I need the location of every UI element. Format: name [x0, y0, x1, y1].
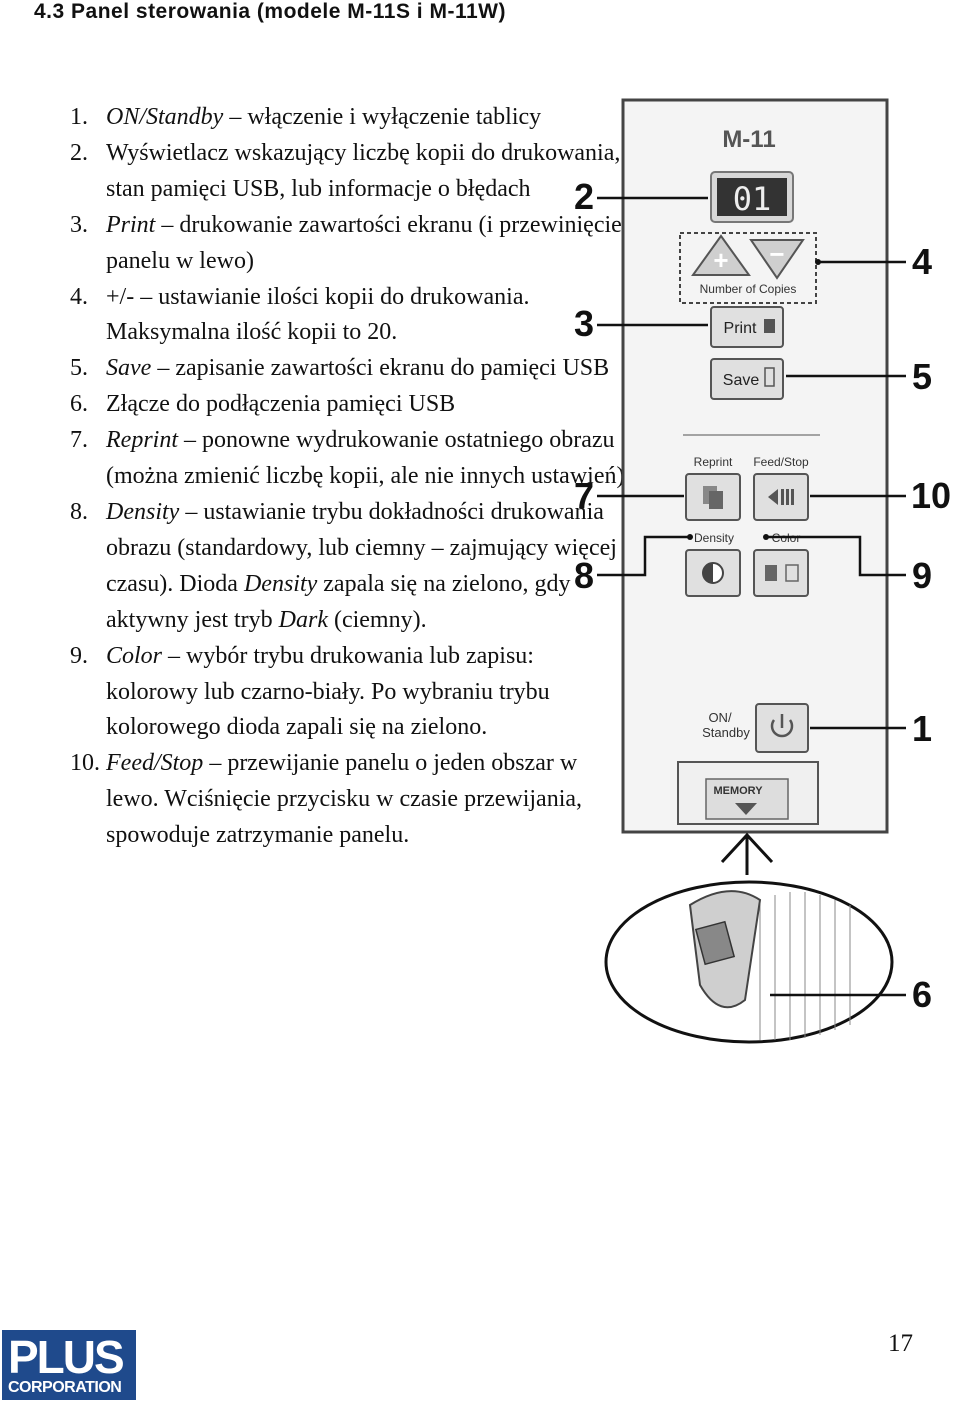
item-term: Density: [243, 570, 318, 597]
item-term: ON/Standby: [106, 104, 224, 130]
item-term: Color: [106, 642, 163, 669]
item-number: 3.: [70, 211, 88, 238]
list-item: 8. Density – ustawianie trybu dokładności…: [70, 495, 630, 639]
display-screen: [717, 178, 787, 216]
item-number: 6.: [70, 391, 88, 418]
usb-connector: [694, 920, 736, 966]
item-text: – przewijanie panelu o jeden obszar w le…: [106, 750, 583, 849]
item-term: Dark: [278, 606, 328, 633]
list-item: 6. Złącze do podłączenia pamięci USB: [70, 387, 630, 423]
item-number: 4.: [70, 283, 88, 310]
item-text: Złącze do podłączenia pamięci USB: [106, 391, 456, 418]
callout-8: 8: [574, 555, 594, 596]
callout-10: 10: [911, 475, 951, 516]
save-button[interactable]: Save: [710, 358, 784, 400]
on-standby-button[interactable]: [755, 703, 809, 753]
item-text: – ponowne wydrukowanie ostatniego obrazu…: [106, 427, 625, 490]
list-item: 5. Save – zapisanie zawartości ekranu do …: [70, 351, 630, 387]
logo-corporation: CORPORATION: [8, 1379, 122, 1396]
feed-stop-button[interactable]: [753, 473, 809, 521]
callout-4: 4: [912, 241, 932, 282]
minus-button[interactable]: −: [749, 239, 805, 280]
print-label: Print: [724, 320, 757, 337]
item-term: Save: [106, 355, 152, 382]
item-term: Feed/Stop: [106, 750, 204, 777]
control-panel-diagram: M-11 01 + − Number of Copies Print Save …: [574, 98, 951, 1044]
company-logo: PLUS CORPORATION: [2, 1330, 136, 1400]
item-text: (ciemny).: [327, 606, 427, 633]
item-number: 9.: [70, 642, 88, 669]
item-text: – drukowanie zawartości ekranu (i przewi…: [106, 211, 622, 274]
on-label: ON/: [708, 710, 732, 725]
list-item: 10.Feed/Stop – przewijanie panelu o jede…: [70, 746, 630, 854]
feed-icon: [768, 489, 778, 505]
item-text: Wyświetlacz wskazujący liczbę kopii do d…: [106, 139, 621, 202]
list-item: 9. Color – wybór trybu drukowania lub zap…: [70, 639, 630, 747]
usb-stick-icon: [764, 367, 775, 387]
standby-label: Standby: [702, 725, 750, 740]
item-number: 7.: [70, 427, 88, 454]
reprint-button[interactable]: [685, 473, 741, 521]
item-number: 2.: [70, 139, 88, 166]
color-icon: [765, 565, 777, 581]
callout-6: 6: [912, 974, 932, 1015]
page-number: 17: [888, 1330, 913, 1357]
copies-group: [679, 232, 817, 304]
density-label: Density: [694, 531, 734, 545]
callout-1: 1: [912, 708, 932, 749]
item-term: Density: [106, 498, 180, 525]
callout-3: 3: [574, 303, 594, 344]
logo-plus: PLUS: [8, 1331, 125, 1383]
section-heading: 4.3 Panel sterowania (modele M-11S i M-1…: [34, 0, 506, 23]
item-term: +/-: [106, 283, 135, 310]
callout-5: 5: [912, 356, 932, 397]
save-label: Save: [723, 372, 760, 389]
item-term: Print: [106, 211, 156, 238]
list-item: 7. Reprint – ponowne wydrukowanie ostatni…: [70, 423, 630, 495]
item-term: Reprint: [106, 427, 178, 454]
plus-icon: +: [713, 245, 728, 275]
list-item: 1. ON/Standby – włączenie i wyłączenie ta…: [70, 100, 630, 136]
display-value: 01: [733, 180, 772, 218]
item-text: – ustawianie trybu dokładności drukowani…: [106, 498, 617, 597]
callout-7: 7: [574, 475, 594, 516]
plus-button[interactable]: +: [691, 234, 751, 276]
callout-9: 9: [912, 555, 932, 596]
list-item: 3. Print – drukowanie zawartości ekranu (…: [70, 208, 630, 280]
density-button[interactable]: [685, 549, 741, 597]
list-item: 2. Wyświetlacz wskazujący liczbę kopii do…: [70, 136, 630, 208]
reprint-label: Reprint: [694, 455, 733, 469]
power-icon: [770, 719, 794, 738]
list-item: 4. +/- – ustawianie ilości kopii do druko…: [70, 280, 630, 352]
minus-icon: −: [769, 239, 784, 269]
item-number: 5.: [70, 355, 88, 382]
item-text: – ustawianie ilości kopii do drukowania.…: [106, 283, 530, 346]
item-number: 10.: [70, 750, 100, 777]
item-text: – wybór trybu drukowania lub zapisu: kol…: [106, 642, 550, 741]
print-button[interactable]: Print: [710, 306, 784, 348]
item-number: 8.: [70, 498, 88, 525]
copies-label: Number of Copies: [700, 282, 797, 296]
item-number: 1.: [70, 104, 88, 130]
insert-arrow-icon: [735, 803, 757, 815]
item-text: – włączenie i wyłączenie tablicy: [223, 104, 542, 130]
print-icon: [764, 319, 775, 333]
item-text: zapala się na zielono, gdy aktywny jest …: [106, 570, 571, 633]
color-button[interactable]: [753, 549, 809, 597]
callout-2: 2: [574, 176, 594, 217]
item-text: – zapisanie zawartości ekranu do pamięci…: [151, 355, 610, 382]
memory-label: MEMORY: [713, 785, 763, 797]
model-label: M-11: [722, 126, 775, 153]
feature-list: 1. ON/Standby – włączenie i wyłączenie ta…: [70, 100, 630, 854]
feed-label: Feed/Stop: [753, 455, 809, 469]
